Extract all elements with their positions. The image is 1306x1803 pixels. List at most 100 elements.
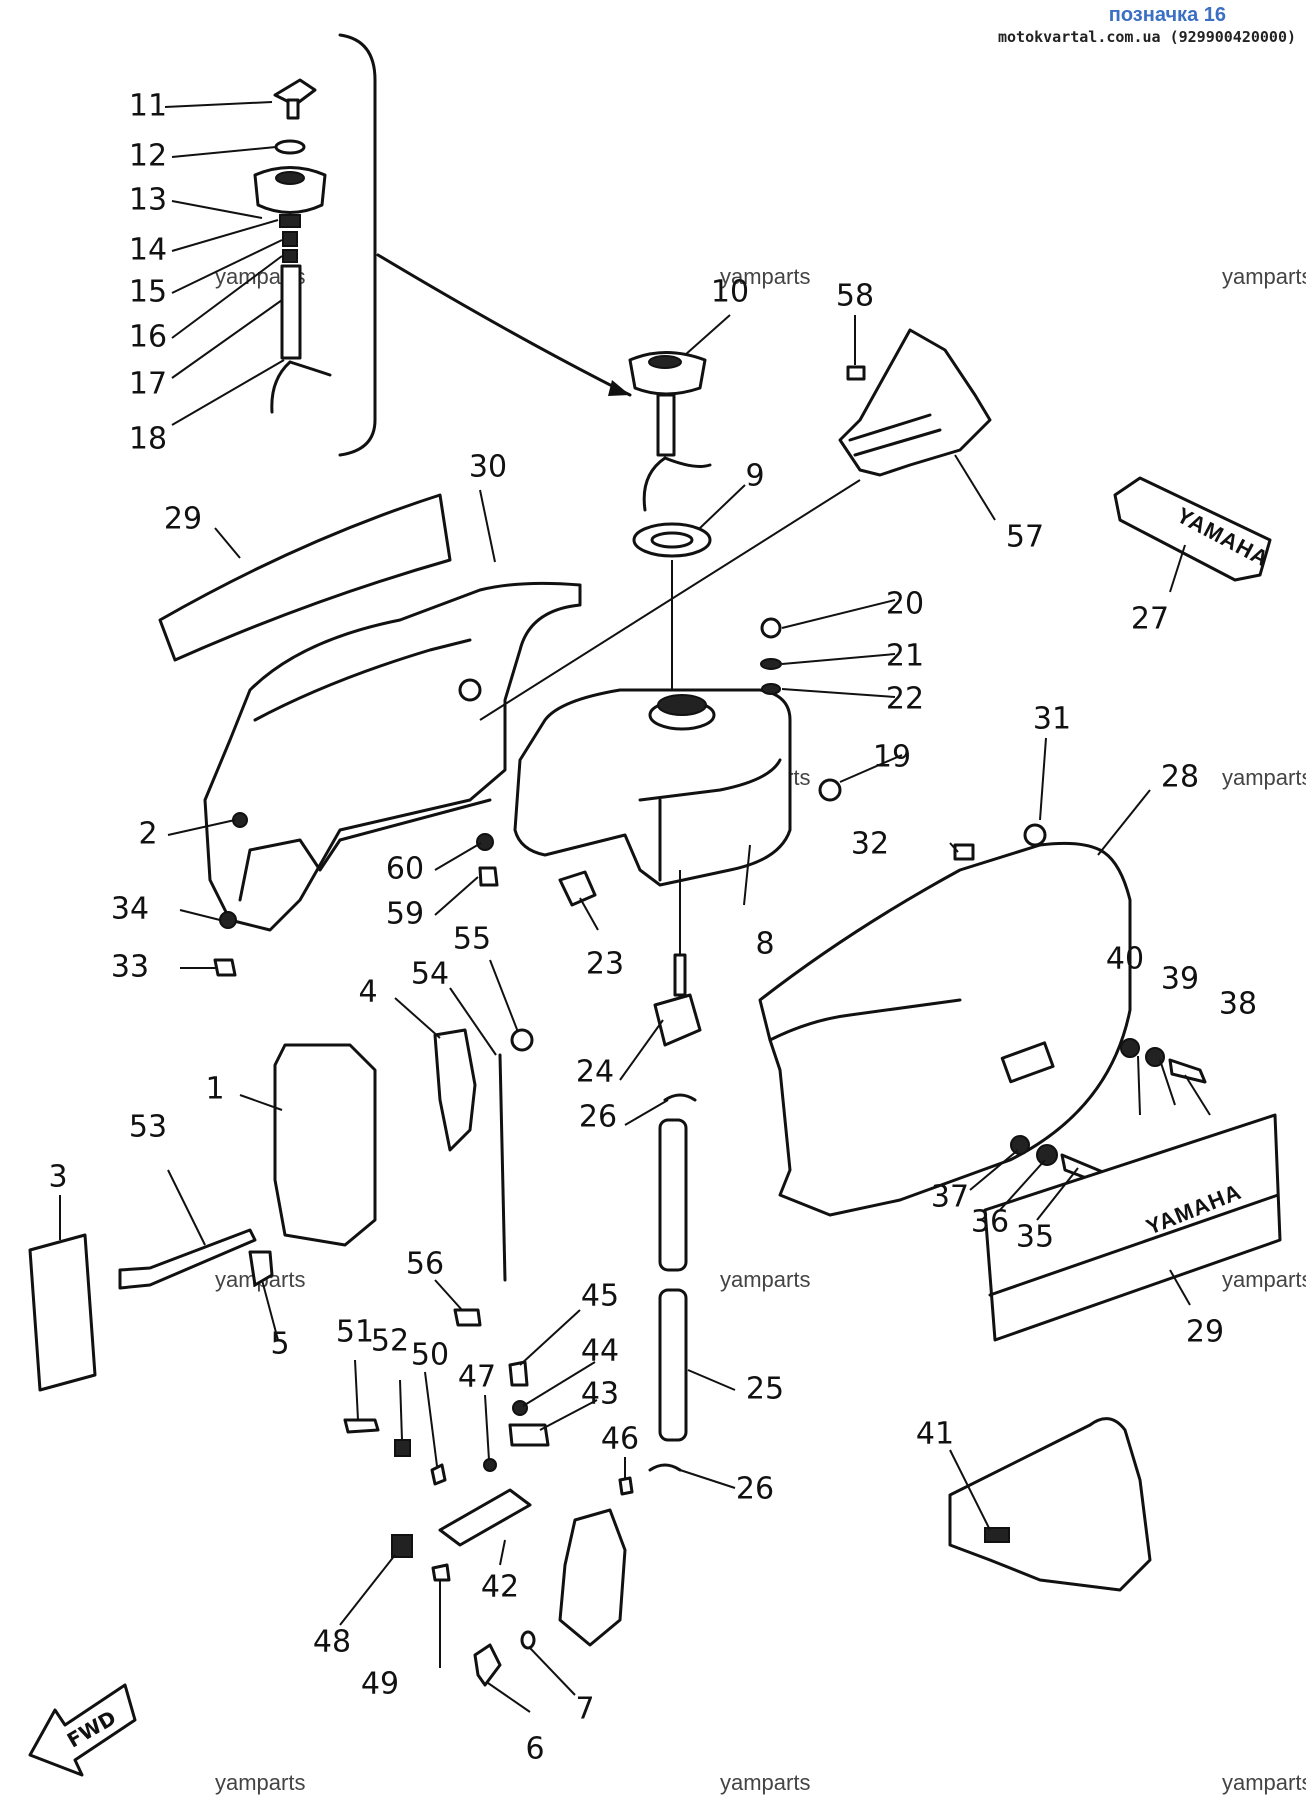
callout-11: 11 (129, 89, 167, 124)
part-59-screw (478, 866, 499, 887)
part-12-washer (274, 139, 306, 155)
callout-42: 42 (481, 1570, 519, 1605)
callout-29-lower: 29 (1186, 1315, 1224, 1350)
part-14-nut (279, 214, 301, 228)
part-31-screw (1023, 823, 1047, 847)
part-48 (391, 1534, 413, 1558)
part-37-washer (1010, 1135, 1030, 1155)
watermark-text: yamparts (720, 1770, 810, 1795)
part-44 (512, 1400, 528, 1416)
part-41-pad (984, 1527, 1010, 1543)
part-13-knob (253, 166, 327, 214)
cock-body (653, 993, 702, 1047)
part-23-clip (558, 870, 597, 907)
callout-17: 17 (129, 367, 167, 402)
part-20-nut (760, 617, 782, 639)
cowl-edge (238, 798, 492, 902)
callout-53: 53 (129, 1110, 167, 1145)
part-26-clamp-lower (648, 1463, 682, 1472)
part-24-fuel-cock (653, 870, 702, 1047)
part-28-cowling (758, 823, 1132, 1217)
assembly-line (479, 479, 861, 721)
cowl-edge (253, 638, 472, 722)
callout-25: 25 (746, 1372, 784, 1407)
cap-wire (642, 456, 712, 512)
part-29-decal-lower: YAMAHA (983, 1113, 1282, 1342)
part-9-seal-inner (650, 531, 694, 549)
part-34-washer (219, 911, 237, 929)
part-30-front-cowl (203, 581, 582, 932)
callout-40: 40 (1106, 942, 1144, 977)
callout-44: 44 (581, 1334, 619, 1369)
callout-5: 5 (270, 1327, 289, 1362)
tank-body (513, 688, 792, 887)
callout-7: 7 (575, 1692, 594, 1727)
callout-45: 45 (581, 1279, 619, 1314)
part-21-washer (760, 658, 782, 670)
part-10-fuel-cap (628, 351, 712, 512)
callout-51: 51 (336, 1315, 374, 1350)
callout-55: 55 (453, 922, 491, 957)
part-53-rod (118, 1228, 257, 1290)
part-25-hose-upper (658, 1118, 688, 1272)
callout-57: 57 (1006, 520, 1044, 555)
callout-8: 8 (755, 927, 774, 962)
callout-34: 34 (111, 892, 149, 927)
fwd-arrow: FWD (28, 1683, 137, 1777)
callout-43: 43 (581, 1377, 619, 1412)
callout-35: 35 (1016, 1220, 1054, 1255)
part-58-clip (846, 365, 866, 381)
arrow-head (608, 380, 630, 396)
part-45-screw (508, 1360, 529, 1387)
callout-59: 59 (386, 897, 424, 932)
group-leader-arrow (376, 253, 632, 397)
callout-6: 6 (525, 1732, 544, 1767)
part-15 (282, 231, 298, 247)
decal-stripe (988, 1193, 1280, 1297)
callout-47: 47 (458, 1360, 496, 1395)
callout-39: 39 (1161, 962, 1199, 997)
callout-37: 37 (931, 1180, 969, 1215)
part-25-hose-lower (658, 1288, 688, 1442)
part-50 (430, 1463, 447, 1486)
cowling-body (758, 841, 1132, 1217)
callout-24: 24 (576, 1055, 614, 1090)
cowling-window (1000, 1041, 1055, 1084)
part-57-bracket (838, 328, 992, 477)
watermark-text: yamparts (1222, 765, 1306, 790)
callout-labels: 11 12 13 14 15 16 17 18 10 58 9 30 29 57… (48, 89, 1257, 1767)
callout-19: 19 (873, 740, 911, 775)
callout-10: 10 (711, 275, 749, 310)
handle-body (1113, 476, 1272, 582)
part-6 (473, 1643, 502, 1687)
part-60-washer (476, 833, 494, 851)
callout-13: 13 (129, 183, 167, 218)
tank-edge (638, 758, 782, 802)
part-4-clamp (433, 1028, 477, 1152)
watermark-text: yamparts (720, 1267, 810, 1292)
part-8-fuel-tank (513, 688, 792, 887)
header-subtitle: motokvartal.com.ua (929900420000) (997, 28, 1296, 46)
part-51-screw (343, 1418, 380, 1434)
carburetor-body (558, 1508, 627, 1647)
part-33-screw (213, 958, 237, 977)
callout-26-lower: 26 (736, 1472, 774, 1507)
callout-52: 52 (371, 1324, 409, 1359)
part-43 (508, 1423, 550, 1447)
cap-hole (648, 355, 682, 369)
callout-27: 27 (1131, 602, 1169, 637)
callout-28: 28 (1161, 760, 1199, 795)
callout-31: 31 (1033, 702, 1071, 737)
callout-33: 33 (111, 950, 149, 985)
part-1-bracket (273, 1043, 377, 1247)
cowl-body (203, 581, 582, 932)
part-55-nut (510, 1028, 534, 1052)
part-29-decal-upper (158, 493, 452, 662)
part-49 (431, 1563, 451, 1582)
callout-23: 23 (586, 947, 624, 982)
part-5-bolt (248, 1250, 274, 1287)
part-3-plate (28, 1233, 97, 1392)
part-19-nut (818, 778, 842, 802)
callout-56: 56 (406, 1247, 444, 1282)
